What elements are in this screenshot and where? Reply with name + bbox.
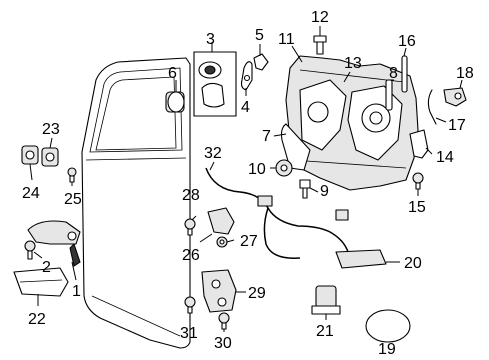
wiring-harness (205, 167, 349, 253)
clip-hole (243, 74, 251, 82)
hinge-29 (201, 269, 237, 313)
callout-30: 30 (214, 335, 232, 352)
callout-labels: 1 2 3 4 5 6 7 8 9 10 11 12 13 14 15 16 1… (22, 9, 474, 358)
callout-20: 20 (404, 255, 422, 272)
handle-arm (69, 243, 81, 267)
grommet-10 (275, 159, 293, 177)
actuator-21 (311, 285, 341, 315)
callout-1: 1 (72, 283, 81, 300)
small-clip (253, 53, 269, 71)
bolt-2 (24, 240, 36, 260)
callout-19: 19 (378, 341, 396, 358)
callout-3: 3 (206, 31, 215, 48)
callout-5: 5 (255, 27, 264, 44)
callout-27: 27 (240, 233, 258, 250)
callout-26: 26 (182, 247, 200, 264)
callout-16: 16 (398, 33, 416, 50)
bolt-30 (218, 312, 230, 330)
rod-8 (385, 79, 393, 111)
callout-11: 11 (278, 31, 295, 48)
callout-24: 24 (22, 185, 40, 202)
block-20 (335, 249, 387, 269)
callout-28: 28 (182, 187, 200, 204)
pin-16 (401, 55, 408, 93)
callout-7: 7 (262, 128, 271, 145)
harness-connector-2 (335, 209, 349, 221)
callout-32: 32 (204, 145, 222, 162)
callout-21: 21 (316, 323, 334, 340)
callout-8: 8 (389, 65, 398, 82)
lock-cylinder (198, 61, 225, 108)
callout-10: 10 (248, 161, 266, 178)
callout-31: 31 (180, 325, 198, 342)
callout-2: 2 (42, 259, 51, 276)
callout-13: 13 (344, 55, 362, 72)
door-shell (81, 57, 191, 349)
callout-22: 22 (28, 311, 46, 328)
bolt-28 (184, 218, 196, 236)
screw-15 (412, 172, 424, 190)
outside-handle (27, 220, 81, 245)
harness-connector (257, 195, 273, 207)
callout-12: 12 (311, 9, 329, 26)
leader-lines (29, 26, 463, 332)
bolt-31 (184, 296, 196, 314)
callout-6: 6 (168, 65, 177, 82)
screw-25 (67, 167, 77, 183)
seal-19 (365, 309, 411, 343)
hinge-26 (207, 207, 235, 235)
hinge-24 (21, 145, 39, 165)
nut-27 (216, 236, 228, 248)
bracket-14 (409, 129, 429, 159)
callout-14: 14 (436, 149, 454, 166)
screw-12 (313, 35, 327, 55)
callout-17: 17 (448, 117, 466, 134)
clip-18 (443, 87, 467, 107)
callout-29: 29 (248, 285, 266, 302)
callout-18: 18 (456, 65, 474, 82)
hinge-23 (41, 147, 59, 167)
bracket-22 (13, 267, 69, 297)
bolt-9 (299, 179, 311, 199)
callout-9: 9 (320, 183, 329, 200)
door-bumper (165, 91, 185, 113)
callout-15: 15 (408, 199, 426, 216)
link-rod-17 (427, 89, 437, 125)
callout-4: 4 (241, 99, 250, 116)
callout-25: 25 (64, 191, 82, 208)
callout-23: 23 (42, 121, 60, 138)
